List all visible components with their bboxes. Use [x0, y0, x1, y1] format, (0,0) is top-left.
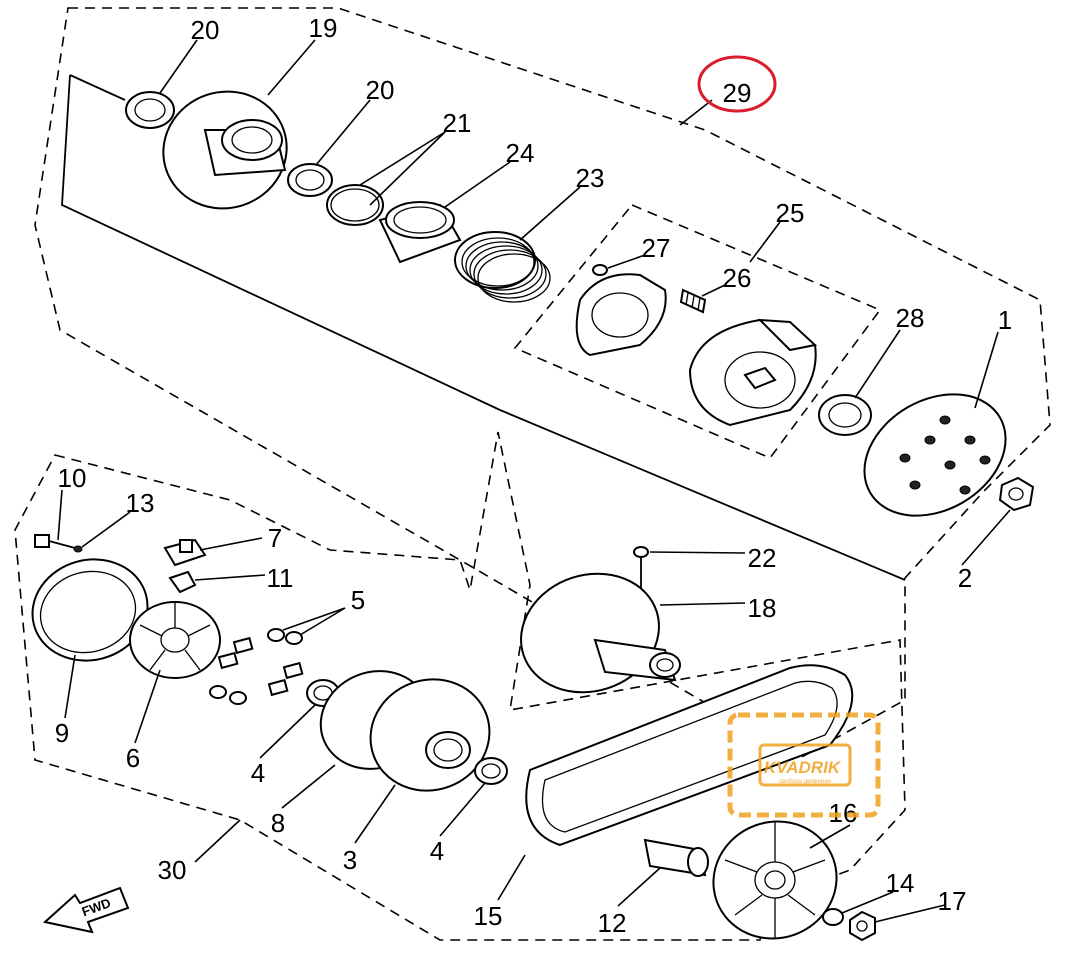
callout-c5: 5	[351, 585, 365, 615]
part-23-spring	[454, 231, 551, 303]
callout-c12: 12	[598, 908, 627, 938]
part-10-bolt	[34, 534, 76, 549]
part-11-guide	[168, 570, 197, 594]
callout-c26: 26	[723, 263, 752, 293]
part-1-housing	[863, 393, 1007, 517]
part-21-orings	[326, 184, 384, 226]
part-15-belt	[525, 664, 854, 847]
callout-c21: 21	[443, 108, 472, 138]
part-17-nut	[849, 910, 876, 942]
callout-c15: 15	[474, 901, 503, 931]
callout-c17: 17	[938, 886, 967, 916]
part-19-sheave	[162, 90, 288, 210]
callout-c13: 13	[126, 488, 155, 518]
callout-c20b: 20	[366, 75, 395, 105]
assembly-29-frame	[69, 74, 126, 101]
part-24-sleeve	[378, 201, 462, 264]
part-25-clutch-shoes	[688, 318, 818, 427]
callout-c14: 14	[886, 868, 915, 898]
callout-c11: 11	[267, 563, 294, 593]
callout-c9: 9	[55, 718, 69, 748]
callout-c28: 28	[896, 303, 925, 333]
part-2-nut	[998, 476, 1035, 512]
callout-c1: 1	[998, 305, 1012, 335]
highlight-circle-29	[697, 55, 777, 113]
assembly-30-outline	[14, 431, 906, 941]
part-12-collar	[643, 838, 709, 877]
part-27-clip	[592, 264, 608, 276]
assembly-29-outline	[34, 7, 1051, 759]
fwd-arrow: FWD	[42, 886, 130, 934]
callout-c2: 2	[958, 563, 972, 593]
leader-lines	[57, 39, 1011, 923]
callout-c7: 7	[268, 523, 282, 553]
part-28-bearing	[818, 394, 872, 436]
part-6-ramp-plate	[129, 601, 221, 679]
part-16-fan	[712, 820, 838, 940]
part-9-cover	[31, 558, 149, 662]
callout-c29: 29	[723, 78, 752, 108]
callout-c24: 24	[506, 138, 535, 168]
part-14-washer	[822, 908, 844, 926]
callout-c20a: 20	[191, 15, 220, 45]
callout-c6: 6	[126, 743, 140, 773]
watermark-logo: KVADRIK свобода движения	[727, 712, 881, 818]
callout-c4b: 4	[430, 836, 444, 866]
callout-c25: 25	[776, 198, 805, 228]
part-rollers	[217, 636, 304, 697]
callout-c19: 19	[309, 13, 338, 43]
part-4-seal-right	[474, 757, 508, 785]
callout-c4a: 4	[251, 758, 265, 788]
watermark-brand: KVADRIK	[764, 758, 842, 777]
part-13-washer	[73, 545, 83, 553]
part-26-spring	[679, 288, 707, 314]
callout-c23: 23	[576, 163, 605, 193]
callout-c10: 10	[58, 463, 87, 493]
callout-c18: 18	[748, 593, 777, 623]
part-20-seal-left	[125, 91, 175, 129]
part-18-driven-sheave	[520, 572, 681, 694]
part-3-movable-sheave	[319, 670, 491, 792]
part-5-bushings	[209, 628, 303, 705]
callout-c3: 3	[343, 845, 357, 875]
assembly-29-frame-left	[61, 74, 906, 581]
part-20-seal-right	[287, 163, 333, 197]
part-7-slider	[163, 538, 207, 567]
part-25-plate	[575, 273, 667, 357]
callout-c30: 30	[158, 855, 187, 885]
watermark-tagline: свобода движения	[779, 779, 831, 785]
callout-c22: 22	[748, 543, 777, 573]
callout-c8: 8	[271, 808, 285, 838]
assembly-25-outline	[513, 204, 882, 459]
callout-c27: 27	[642, 233, 671, 263]
